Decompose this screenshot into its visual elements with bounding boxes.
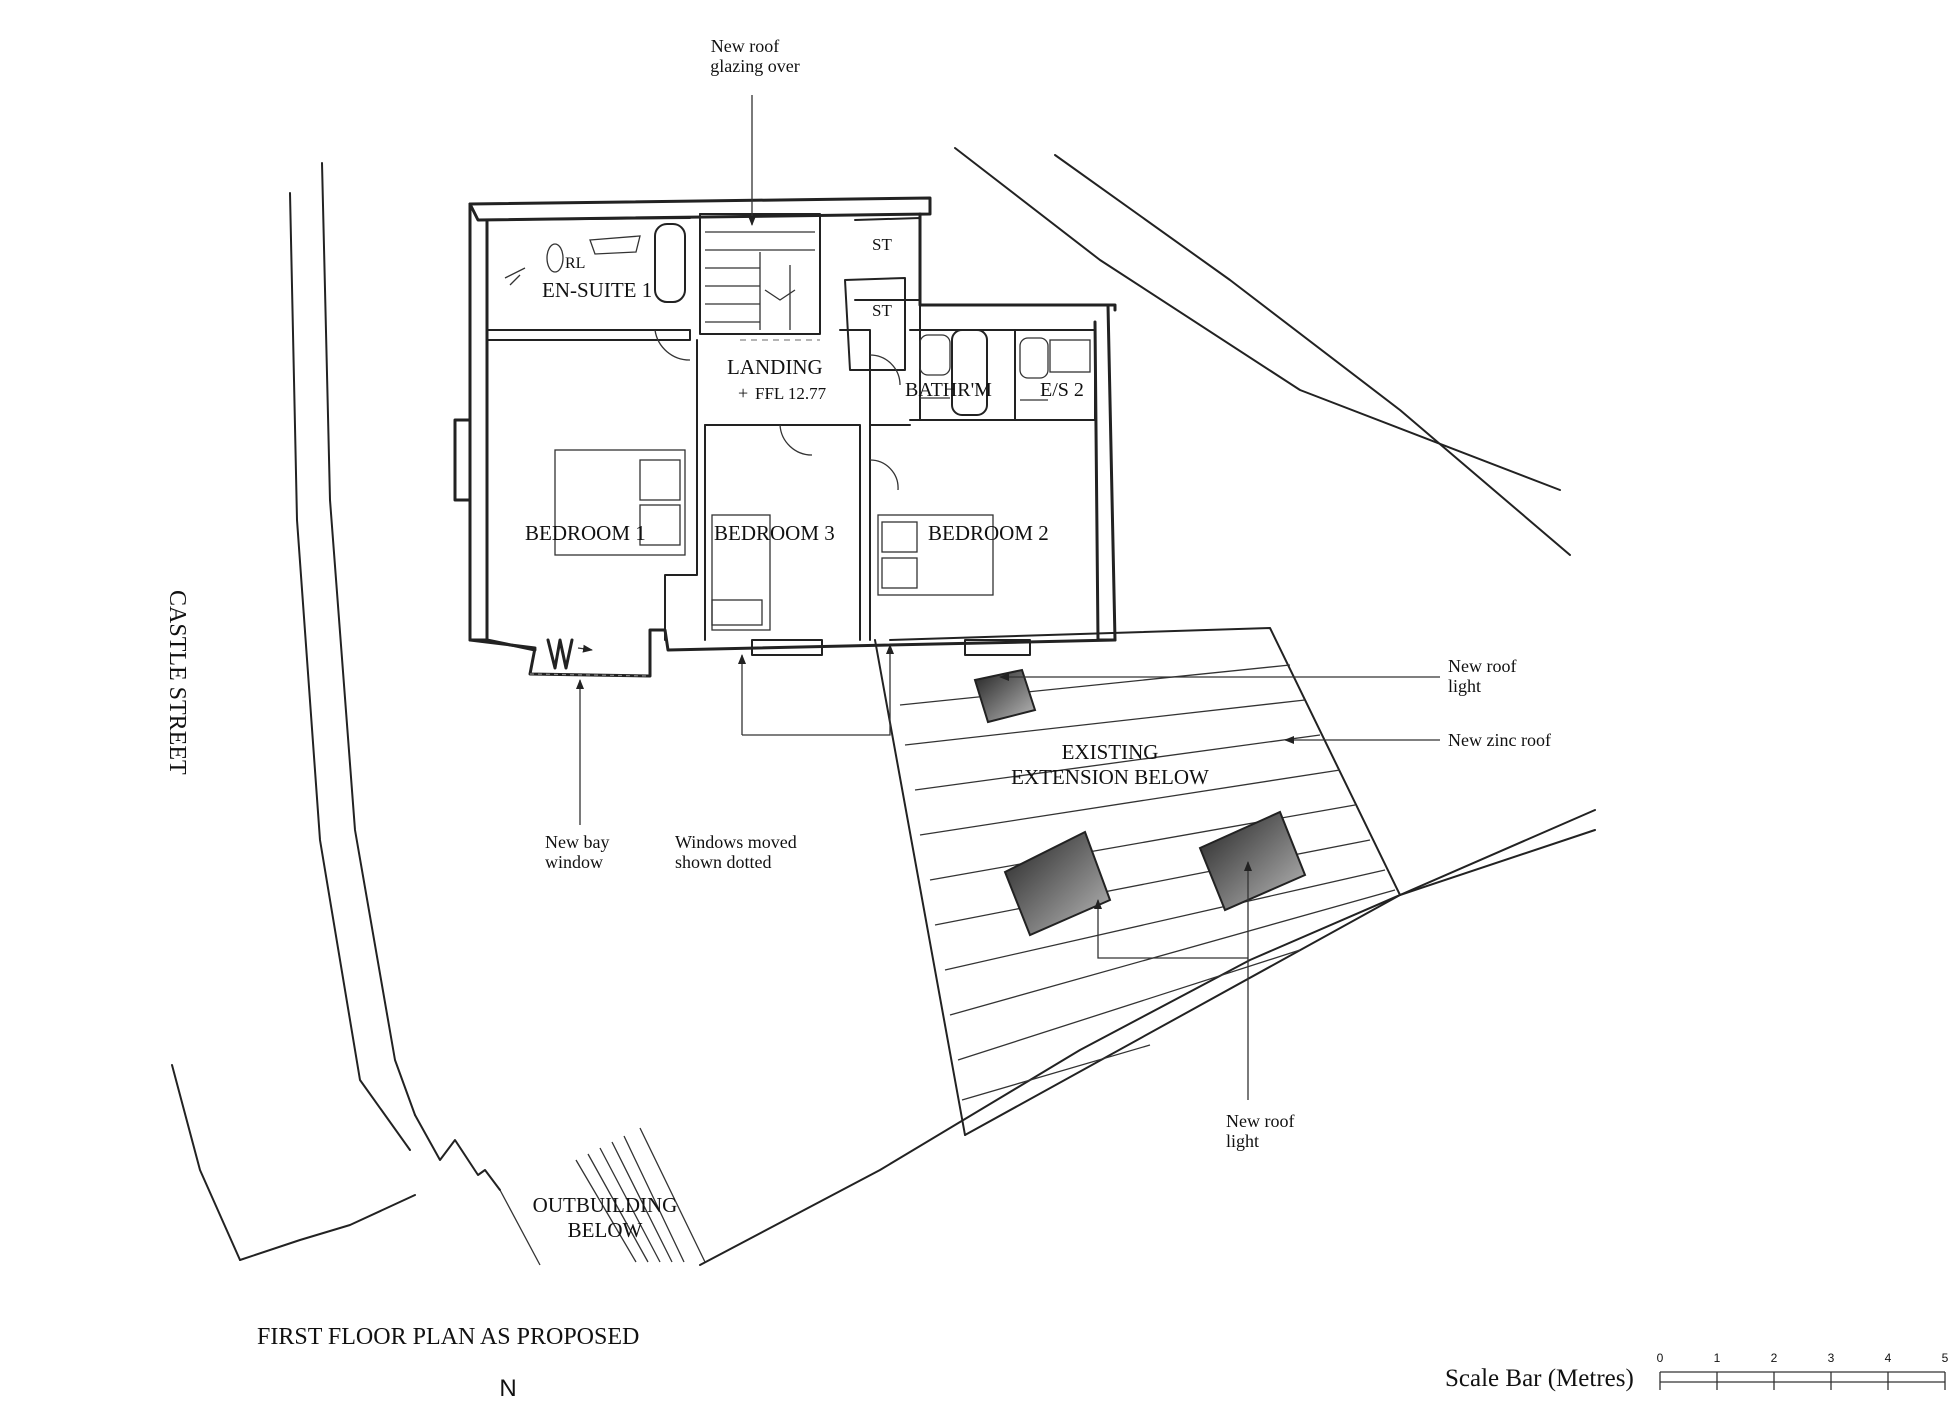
bay-window-note-line2: window	[545, 852, 603, 872]
roof-light-note-a-line1: New roof	[1448, 656, 1516, 676]
windows-moved-note-line2: shown dotted	[675, 852, 772, 872]
scale-bar-graphic	[1659, 1371, 1946, 1390]
roof-light	[1003, 830, 1112, 937]
roof-light	[1198, 810, 1307, 912]
scale-tick-0: 0	[1657, 1351, 1664, 1365]
glazing-note-line2: glazing over	[710, 56, 799, 76]
house-walls	[453, 196, 1117, 678]
en-suite-1-label: EN-SUITE 1	[542, 278, 652, 302]
scale-tick-5: 5	[1942, 1351, 1949, 1365]
drawing-title: FIRST FLOOR PLAN AS PROPOSED	[257, 1324, 639, 1350]
scale-tick-2: 2	[1771, 1351, 1778, 1365]
ffl-cross: +	[738, 383, 748, 403]
roof-light-note-b-line2: light	[1226, 1131, 1259, 1151]
castle-street-road	[171, 162, 501, 1261]
site-boundary-lines	[699, 147, 1596, 1266]
windows-moved-note-line1: Windows moved	[675, 832, 797, 852]
existing-extension-line1: EXISTING	[1062, 740, 1159, 764]
roof-light	[973, 668, 1037, 724]
leader-lines	[576, 95, 1440, 1100]
en-suite-2-label: E/S 2	[1040, 379, 1084, 401]
bay-window-note-line1: New bay	[545, 832, 609, 852]
existing-extension-line2: EXTENSION BELOW	[1011, 765, 1209, 789]
north-indicator: N	[499, 1375, 516, 1402]
bedroom-2-label: BEDROOM 2	[928, 521, 1049, 545]
roof-lights	[973, 668, 1307, 937]
scale-tick-4: 4	[1885, 1351, 1892, 1365]
roof-light-note-a-line2: light	[1448, 676, 1481, 696]
outbuilding-hatch	[499, 1127, 706, 1266]
rl-label: RL	[565, 255, 585, 272]
scale-tick-3: 3	[1828, 1351, 1835, 1365]
outbuilding-line1: OUTBUILDING	[533, 1193, 678, 1217]
bathroom-label: BATHR'M	[905, 379, 992, 401]
outbuilding-line2: BELOW	[568, 1218, 643, 1242]
existing-extension-roof	[874, 627, 1401, 1136]
zinc-roof-note: New zinc roof	[1448, 730, 1551, 750]
store-2-label: ST	[872, 301, 892, 320]
scale-bar-label: Scale Bar (Metres)	[1445, 1365, 1634, 1392]
ffl-level: FFL 12.77	[755, 384, 827, 403]
roof-light-note-b-line1: New roof	[1226, 1111, 1294, 1131]
castle-street-label: CASTLE STREET	[164, 590, 190, 775]
landing-label: LANDING	[727, 355, 823, 379]
store-1-label: ST	[872, 235, 892, 254]
scale-tick-1: 1	[1714, 1351, 1721, 1365]
bedroom-1-label: BEDROOM 1	[525, 521, 646, 545]
glazing-note-line1: New roof	[711, 36, 779, 56]
bedroom-3-label: BEDROOM 3	[714, 521, 835, 545]
